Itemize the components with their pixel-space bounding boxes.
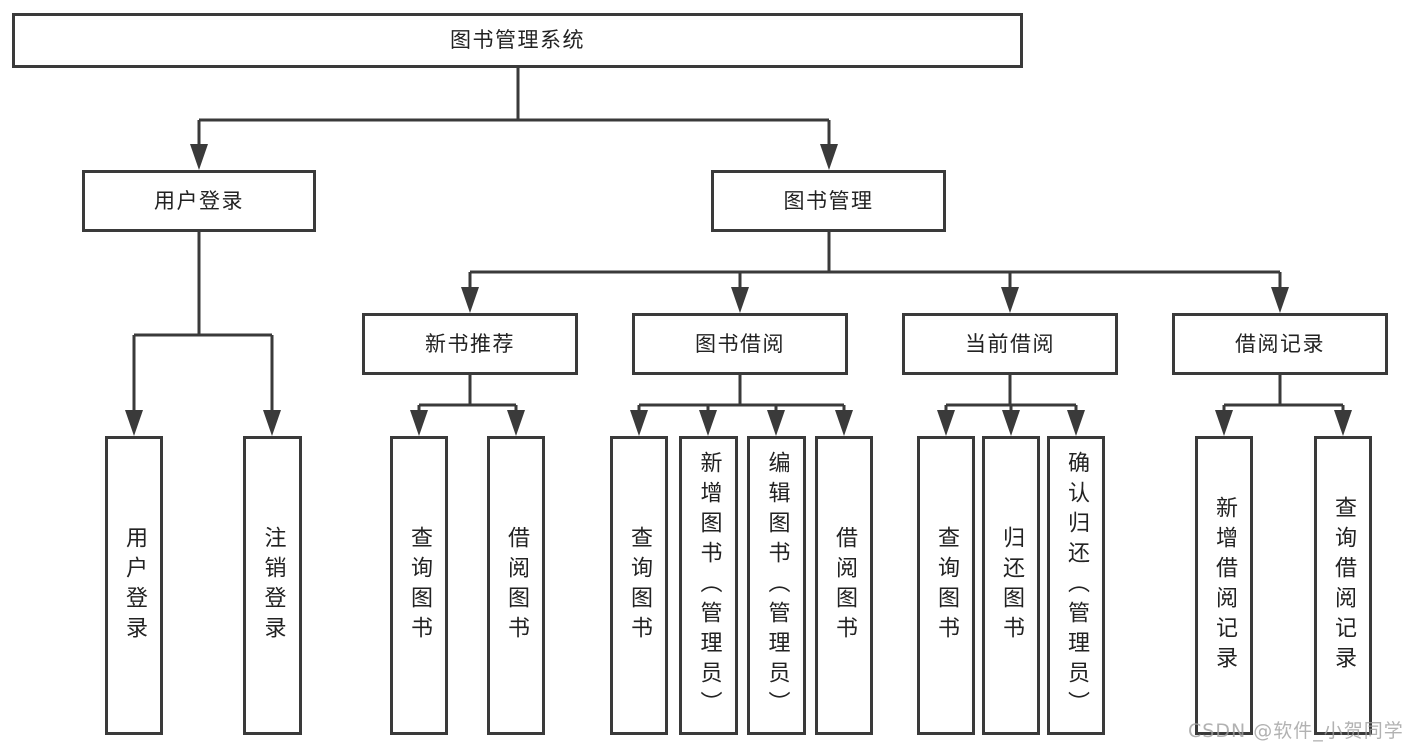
leaf-query-borrow-record: 查询借阅记录 — [1314, 436, 1372, 735]
connector-new-book-branch — [417, 375, 518, 416]
watermark-text: CSDN @软件_小贺同学 — [1188, 720, 1404, 742]
node-user-login: 用户登录 — [82, 170, 316, 232]
connector-current-borrow-branch — [944, 375, 1078, 416]
leaf-confirm-return-admin: 确认归还（管理员） — [1047, 436, 1105, 735]
leaf-return-books: 归还图书 — [982, 436, 1040, 735]
arrowheads — [125, 144, 1352, 436]
arrowhead — [1271, 287, 1289, 313]
arrowhead — [820, 144, 838, 170]
leaf-borrow-books-recommend: 借阅图书 — [487, 436, 545, 735]
node-book-borrow: 图书借阅 — [632, 313, 848, 375]
leaf-user-login: 用户登录 — [105, 436, 163, 735]
leaf-add-borrow-record: 新增借阅记录 — [1195, 436, 1253, 735]
connector-paths — [132, 68, 1345, 416]
connector-book-management-branch — [468, 232, 1282, 293]
node-book-management: 图书管理 — [711, 170, 946, 232]
node-new-book-recommend: 新书推荐 — [362, 313, 578, 375]
connector-root-to-level2 — [197, 68, 831, 150]
arrowhead — [937, 410, 955, 436]
arrowhead — [1215, 410, 1233, 436]
arrowhead — [699, 410, 717, 436]
leaf-query-books-borrow: 查询图书 — [610, 436, 668, 735]
arrowhead — [731, 287, 749, 313]
connector-user-login-branch — [132, 232, 274, 416]
leaf-logout: 注销登录 — [243, 436, 302, 735]
connector-borrow-records-branch — [1222, 375, 1345, 416]
leaf-add-books-admin: 新增图书（管理员） — [679, 436, 738, 735]
node-current-borrow: 当前借阅 — [902, 313, 1118, 375]
node-root-system: 图书管理系统 — [12, 13, 1023, 68]
arrowhead — [630, 410, 648, 436]
arrowhead — [1001, 287, 1019, 313]
leaf-borrow-books: 借阅图书 — [815, 436, 873, 735]
node-borrow-records: 借阅记录 — [1172, 313, 1388, 375]
arrowhead — [410, 410, 428, 436]
leaf-edit-books-admin: 编辑图书（管理员） — [747, 436, 806, 735]
arrowhead — [125, 410, 143, 436]
leaf-query-books-recommend: 查询图书 — [390, 436, 448, 735]
arrowhead — [507, 410, 525, 436]
arrowhead — [190, 144, 208, 170]
arrowhead — [1334, 410, 1352, 436]
arrowhead — [767, 410, 785, 436]
arrowhead — [1067, 410, 1085, 436]
connector-book-borrow-branch — [637, 375, 846, 416]
arrowhead — [263, 410, 281, 436]
leaf-query-books-current: 查询图书 — [917, 436, 975, 735]
arrowhead — [835, 410, 853, 436]
arrowhead — [1002, 410, 1020, 436]
arrowhead — [461, 287, 479, 313]
